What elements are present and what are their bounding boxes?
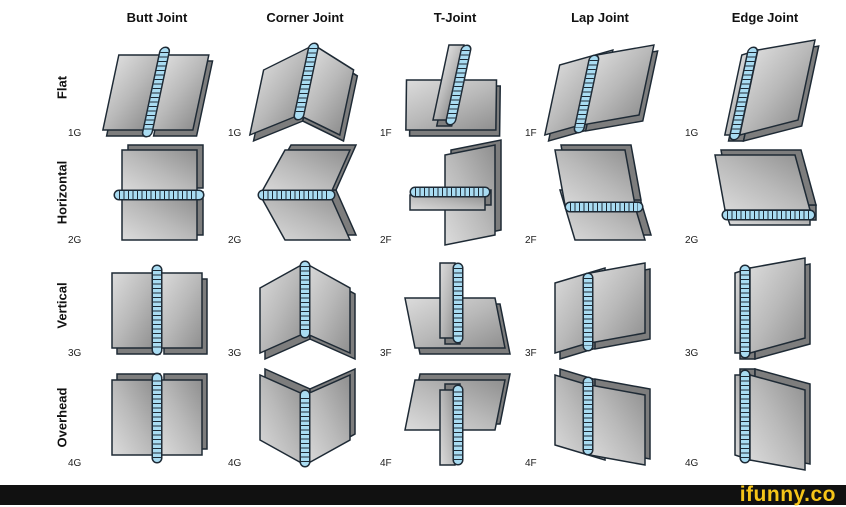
metal-plate (589, 262, 646, 344)
position-code-2f: 2F (525, 235, 537, 246)
weld-illustration-edge-2g (705, 145, 825, 245)
position-code-4g: 4G (228, 458, 242, 469)
weld-illustration-butt-2g (97, 144, 217, 245)
weld-illustration-butt-4g (97, 370, 217, 470)
metal-plate (749, 374, 806, 471)
position-code-1f: 1F (525, 128, 537, 139)
row-header-vertical: Vertical (54, 282, 70, 329)
position-code-1g: 1G (68, 128, 82, 139)
metal-plate (158, 379, 203, 456)
position-code-3f: 3F (380, 348, 392, 359)
column-header-butt: Butt Joint (126, 10, 188, 25)
weld-illustration-edge-1g (705, 39, 825, 142)
weld-illustration-tee-1f (395, 40, 515, 140)
row-header-overhead: Overhead (54, 387, 70, 448)
weld-bead (575, 56, 598, 132)
weld-bead (143, 48, 169, 136)
weld-illustration-lap-4f (540, 367, 660, 470)
metal-plate (111, 379, 156, 456)
position-code-2g: 2G (68, 235, 82, 246)
weld-illustration-lap-2f (540, 144, 660, 245)
position-code-3g: 3G (228, 348, 242, 359)
position-code-3g: 3G (68, 348, 82, 359)
column-header-tee: T-Joint (433, 10, 477, 25)
metal-plate (121, 196, 198, 241)
row-header-flat: Flat (54, 75, 70, 100)
position-code-2g: 2G (228, 235, 242, 246)
weld-illustration-tee-3f (395, 258, 515, 358)
ifunny-watermark: ifunny.co (739, 483, 836, 506)
metal-plate (589, 384, 646, 466)
weld-bead (446, 46, 470, 124)
metal-plate (714, 154, 811, 211)
position-code-1f: 1F (380, 128, 392, 139)
metal-plate (158, 272, 203, 349)
column-header-edge: Edge Joint (731, 10, 799, 25)
metal-plate (749, 257, 806, 354)
metal-plate (554, 149, 636, 206)
weld-illustration-corner-2g (245, 144, 365, 245)
weld-illustration-butt-1g (97, 40, 217, 140)
weld-ripples (730, 52, 757, 135)
position-code-1g: 1G (685, 128, 699, 139)
position-code-3g: 3G (685, 348, 699, 359)
weld-illustration-tee-2f (395, 139, 515, 246)
weld-illustration-tee-4f (395, 370, 515, 470)
weld-bead (294, 44, 318, 119)
weld-illustration-lap-3f (540, 258, 660, 361)
weld-illustration-edge-3g (705, 257, 825, 360)
column-header-corner: Corner Joint (266, 10, 344, 25)
footer-bar: ifunny.co (0, 483, 846, 506)
position-code-4g: 4G (685, 458, 699, 469)
position-code-2f: 2F (380, 235, 392, 246)
weld-illustration-corner-1g (245, 40, 365, 143)
row-header-horizontal: Horizontal (54, 160, 70, 225)
column-header-lap: Lap Joint (571, 10, 629, 25)
metal-plate (121, 149, 198, 194)
position-code-3f: 3F (525, 348, 537, 359)
position-code-2g: 2G (685, 235, 699, 246)
weld-illustration-lap-1f (540, 40, 660, 143)
position-code-4g: 4G (68, 458, 82, 469)
weld-illustration-butt-3g (97, 258, 217, 358)
weld-illustration-corner-3g (245, 258, 365, 361)
weld-illustration-edge-4g (705, 368, 825, 471)
position-code-4f: 4F (525, 458, 537, 469)
weld-illustration-corner-4g (245, 367, 365, 470)
position-code-1g: 1G (228, 128, 242, 139)
position-code-4f: 4F (380, 458, 392, 469)
metal-plate (111, 272, 156, 349)
